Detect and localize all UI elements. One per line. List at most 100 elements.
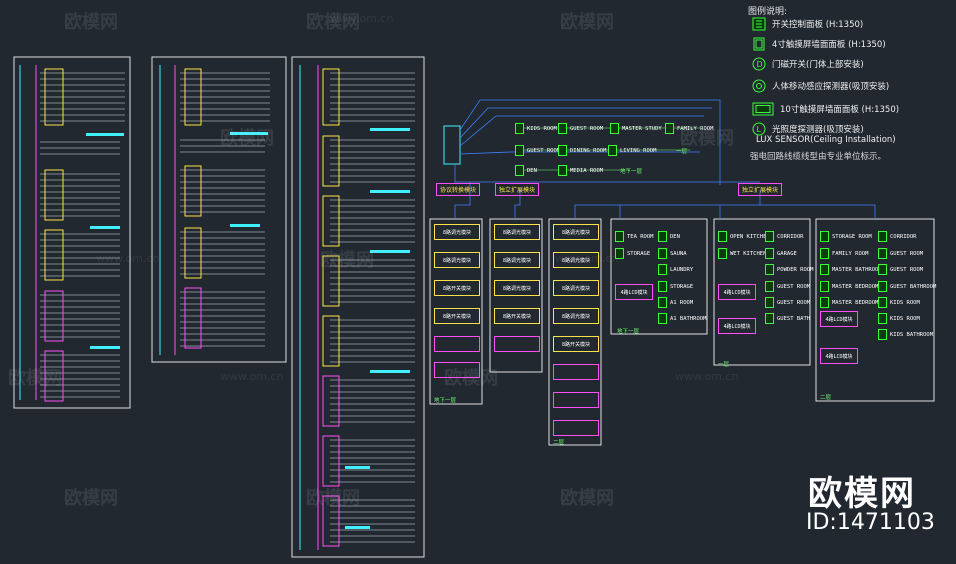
panel-2-bus-b xyxy=(230,224,260,227)
room-device: MASTER STUDY xyxy=(610,123,662,134)
zone-room: MASTER BEDROOM xyxy=(820,281,878,292)
switch-module: 8路开关模块 xyxy=(553,336,599,352)
dimmer-module: 8路调光模块 xyxy=(494,224,540,240)
panel-frame-1 xyxy=(13,56,131,409)
panel-2-circuits xyxy=(180,72,270,347)
zone-room: TEA ROOM xyxy=(615,231,654,242)
legend-item-lux-sensor: L 光照度探测器(吸顶安装) xyxy=(752,122,864,136)
lcd-module: 4路LCD模块 xyxy=(820,311,858,327)
floor-label: 二层 xyxy=(553,440,565,446)
relay-module xyxy=(553,364,599,380)
switch-module: 8路开关模块 xyxy=(494,308,540,324)
dimmer-module: 8路调光模块 xyxy=(494,280,540,296)
touch-panel-4in-icon xyxy=(752,37,766,51)
legend-text: 10寸触摸屏墙面面板 (H:1350) xyxy=(780,105,900,115)
lcd-module: 4路LCD模块 xyxy=(820,348,858,364)
svg-text:D: D xyxy=(757,60,763,69)
watermark-url: www.om.cn xyxy=(96,252,160,265)
zone-room: CORRIDOR xyxy=(765,231,804,242)
legend-item-door-switch: D 门磁开关(门体上部安装) xyxy=(752,57,864,71)
zone-room: WET KITCHEN xyxy=(718,248,766,259)
zone-room: A1 BATHROOM xyxy=(658,313,706,324)
zone-room: GARAGE xyxy=(765,248,797,259)
zone-room: STORAGE xyxy=(658,281,693,292)
protocol-module-header: 协议转换模块 xyxy=(436,183,481,196)
lcd-module: 4路LCD模块 xyxy=(615,284,653,300)
panel-frame-2 xyxy=(151,56,287,363)
room-device: FAMILY ROOM xyxy=(665,123,713,134)
dimmer-module: 8路调光模块 xyxy=(553,252,599,268)
relay-module xyxy=(553,392,599,408)
zone-frame-second xyxy=(815,218,935,402)
floor-label: 一层 xyxy=(676,149,688,155)
room-device: GUEST ROOM xyxy=(515,145,560,156)
legend-item-switch-panel: 开关控制面板 (H:1350) xyxy=(752,17,863,31)
module-frame-a xyxy=(429,218,483,405)
panel-1-bus-c xyxy=(90,346,120,349)
legend-text: 人体移动感应探测器(吸顶安装) xyxy=(772,82,890,92)
legend-item-touch-panel-4in: 4寸触摸屏墙面面板 (H:1350) xyxy=(752,37,886,51)
watermark-url: www.om.cn xyxy=(220,370,284,383)
relay-module xyxy=(434,362,480,378)
room-device: GUEST ROOM xyxy=(558,123,603,134)
brand-id: ID:1471103 xyxy=(806,510,935,535)
zone-room: GUEST ROOM xyxy=(878,264,923,275)
svg-text:L: L xyxy=(757,125,762,134)
panel-3-groups xyxy=(322,68,340,547)
zone-room: STORAGE xyxy=(615,248,650,259)
zone-room: STORAGE ROOM xyxy=(820,231,872,242)
central-controller xyxy=(443,125,461,165)
zone-room: KIDS ROOM xyxy=(878,297,920,308)
legend-text: 开关控制面板 (H:1350) xyxy=(772,20,864,30)
brand-logo-text: 欧模网 xyxy=(808,474,916,514)
zone-room: LAUNDRY xyxy=(658,264,693,275)
floor-label: 地下一层 xyxy=(620,169,643,175)
expansion-module-header: 独立扩展模块 xyxy=(738,183,783,196)
dimmer-module: 8路调光模块 xyxy=(553,308,599,324)
cable-note: 强电回路线缆线型由专业单位标示。 xyxy=(750,152,887,162)
motion-sensor-icon xyxy=(752,79,766,93)
switch-module: 8路开关模块 xyxy=(434,280,480,296)
zone-label: 地下一层 xyxy=(617,329,640,335)
panel-2-bus-a xyxy=(230,132,268,135)
zone-label: 一层 xyxy=(718,362,730,368)
room-device: LIVING ROOM xyxy=(608,145,656,156)
zone-room: GUEST BATH xyxy=(765,313,810,324)
zone-frame-first xyxy=(713,218,811,366)
switch-module: 8路开关模块 xyxy=(434,308,480,324)
room-device: MEDIA ROOM xyxy=(558,165,603,176)
dimmer-module: 8路调光模块 xyxy=(553,224,599,240)
module-frame-b xyxy=(489,218,543,373)
legend-text: 4寸触摸屏墙面面板 (H:1350) xyxy=(772,40,886,50)
zone-label: 二层 xyxy=(820,395,832,401)
dimmer-module: 8路调光模块 xyxy=(434,252,480,268)
panel-2-groups xyxy=(184,68,202,349)
room-device: DINING ROOM xyxy=(558,145,606,156)
zone-room: DEN xyxy=(658,231,680,242)
zone-room: GUEST ROOM xyxy=(878,248,923,259)
zone-room: GUEST ROOM xyxy=(765,281,810,292)
door-switch-icon: D xyxy=(752,57,766,71)
watermark-url: www.om.cn xyxy=(555,252,619,265)
zone-room: MASTER BEDROOM xyxy=(820,297,878,308)
relay-module xyxy=(434,336,480,352)
dimmer-module: 8路调光模块 xyxy=(434,224,480,240)
panel-1-circuits xyxy=(40,72,125,398)
zone-frame-basement xyxy=(610,218,708,335)
dimmer-module: 8路调光模块 xyxy=(494,252,540,268)
zone-room: MASTER BATHROOM xyxy=(820,264,882,275)
lux-sensor-english: LUX SENSOR(Ceiling Installation) xyxy=(756,135,896,145)
floor-label: 地下一层 xyxy=(434,398,457,404)
zone-room: GUEST ROOM xyxy=(765,297,810,308)
legend-title: 图例说明: xyxy=(748,7,788,17)
lcd-module: 4路LCD模块 xyxy=(718,284,756,300)
legend-text: 门磁开关(门体上部安装) xyxy=(772,60,864,70)
bus-wiring xyxy=(454,99,876,219)
zone-room: KIDS BATHROOM xyxy=(878,329,933,340)
panel-frame-3 xyxy=(291,56,425,558)
touch-panel-10in-icon xyxy=(752,102,774,116)
zone-room: GUEST BATHROOM xyxy=(878,281,936,292)
zone-room: OPEN KITCHEN xyxy=(718,231,770,242)
watermark-url: www.om.cn xyxy=(675,370,739,383)
